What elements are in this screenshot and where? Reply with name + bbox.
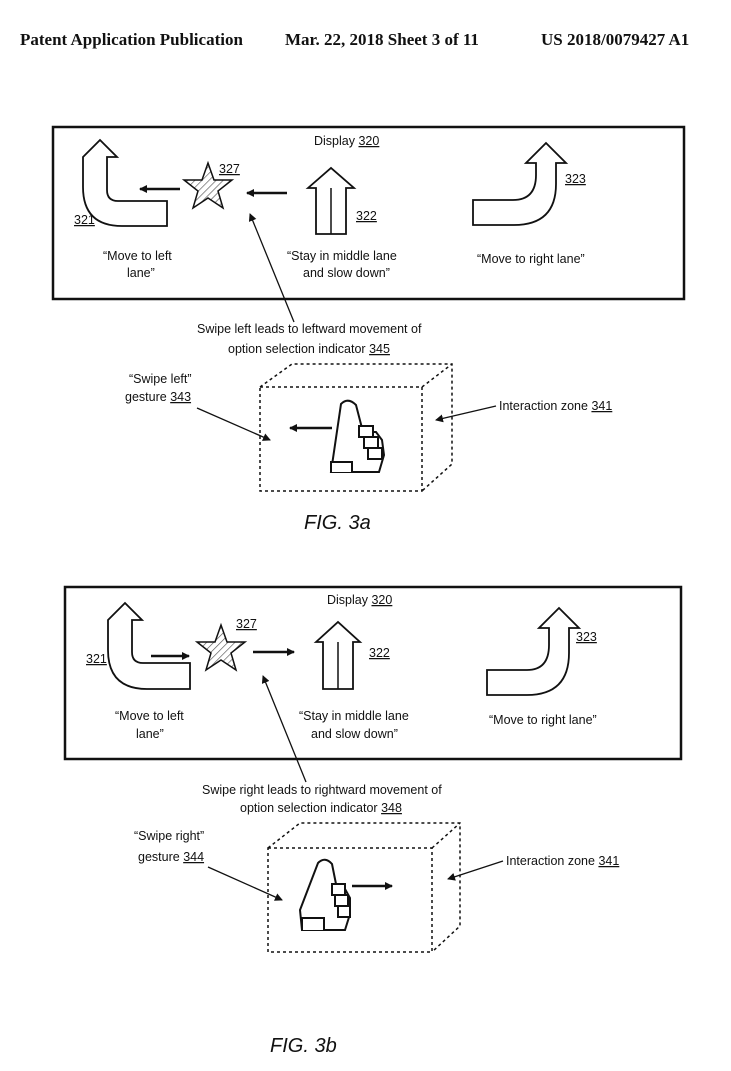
option-middle-line2: and slow down”	[311, 727, 398, 741]
left-turn-arrow-icon	[82, 138, 168, 227]
selection-star-icon	[194, 622, 248, 672]
option-right: “Move to right lane”	[477, 252, 585, 266]
star-ref: 327	[236, 617, 257, 631]
gesture-label-line1: “Swipe left”	[129, 372, 192, 386]
gesture-label-line2: gesture 344	[138, 850, 204, 864]
selection-star-icon	[181, 160, 235, 210]
option-middle-line1: “Stay in middle lane	[299, 709, 409, 723]
figure-3a: Display 320 321 327 322 323 “Move to lef…	[51, 125, 686, 534]
swipe-description-line1: Swipe left leads to leftward movement of	[197, 322, 422, 336]
figure-caption-3b: FIG. 3b	[270, 1035, 337, 1057]
left-turn-arrow-icon	[107, 601, 191, 690]
swipe-description-line2: option selection indicator 348	[240, 801, 402, 815]
arrow-middle-ref: 322	[356, 209, 377, 223]
arrow-right-ref: 323	[565, 172, 586, 186]
header-date-sheet: Mar. 22, 2018 Sheet 3 of 11	[285, 30, 479, 49]
option-right: “Move to right lane”	[489, 713, 597, 727]
option-left-line1: “Move to left	[103, 249, 172, 263]
header-patent-number: US 2018/0079427 A1	[541, 30, 690, 49]
star-ref: 327	[219, 162, 240, 176]
option-middle-line1: “Stay in middle lane	[287, 249, 397, 263]
leader-gesture	[207, 866, 283, 901]
leader-swipe-to-star	[248, 213, 295, 323]
pointing-hand-icon	[298, 858, 351, 931]
gesture-label-line1: “Swipe right”	[134, 829, 204, 843]
display-label: Display 320	[327, 593, 392, 607]
header-publication-type: Patent Application Publication	[20, 30, 243, 49]
gesture-label-line2: gesture 343	[125, 390, 191, 404]
interaction-zone-box	[267, 822, 461, 953]
arrow-middle-ref: 322	[369, 646, 390, 660]
interaction-zone-label: Interaction zone 341	[499, 399, 612, 413]
option-left-line1: “Move to left	[115, 709, 184, 723]
arrow-left-ref: 321	[86, 652, 107, 666]
right-turn-arrow-icon	[472, 141, 569, 226]
interaction-zone-label: Interaction zone 341	[506, 854, 619, 868]
display-box	[51, 125, 686, 301]
option-left-line2: lane”	[127, 266, 155, 280]
interaction-zone-box	[259, 363, 453, 492]
arrow-left-ref: 321	[74, 213, 95, 227]
leader-zone	[447, 860, 504, 881]
leader-zone	[435, 405, 497, 423]
option-middle-line2: and slow down”	[303, 266, 390, 280]
leader-swipe-to-star	[261, 675, 307, 783]
figure-caption-3a: FIG. 3a	[304, 512, 371, 534]
swipe-description-line1: Swipe right leads to rightward movement …	[202, 783, 442, 797]
display-box	[63, 585, 683, 761]
right-turn-arrow-icon	[486, 606, 582, 696]
leader-gesture	[196, 407, 271, 441]
swipe-description-line2: option selection indicator 345	[228, 342, 390, 356]
option-left-line2: lane”	[136, 727, 164, 741]
figure-3b: Display 320 321 327 322 323 “Move to lef…	[63, 585, 683, 1057]
pointing-hand-icon	[329, 399, 386, 473]
arrow-right-ref: 323	[576, 630, 597, 644]
display-label: Display 320	[314, 134, 379, 148]
